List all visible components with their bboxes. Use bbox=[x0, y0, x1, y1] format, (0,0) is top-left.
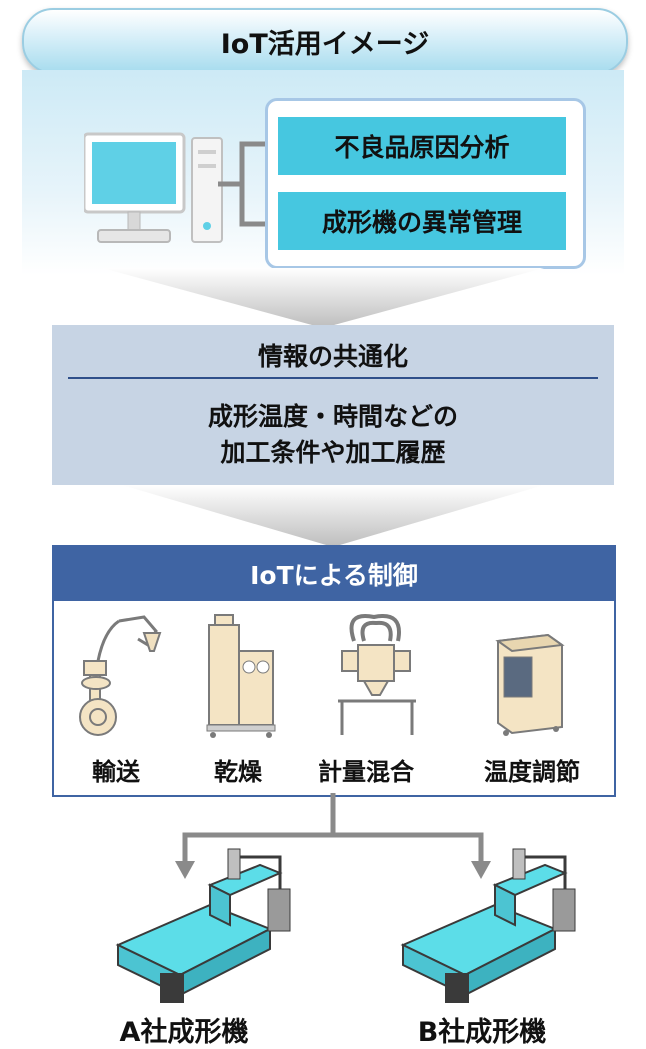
machine-label-a: A社成形機 bbox=[119, 1017, 249, 1048]
diagram-title: IoT活用イメージ bbox=[22, 8, 628, 74]
iot-control-header: IoTによる制御 bbox=[54, 547, 614, 601]
computer-icon bbox=[84, 132, 223, 243]
funnel-connector-middle bbox=[122, 485, 544, 547]
equipment-label-blending: 計量混合 bbox=[318, 758, 414, 786]
blender-icon bbox=[338, 614, 416, 735]
divider bbox=[68, 377, 598, 379]
information-detail-line-1: 成形温度・時間などの bbox=[207, 402, 458, 431]
defect-cause-analysis-label: 不良品原因分析 bbox=[334, 133, 510, 162]
diagram-title-text: IoT活用イメージ bbox=[220, 28, 430, 60]
information-sharing-panel: 情報の共通化 成形温度・時間などの 加工条件や加工履歴 bbox=[52, 325, 614, 485]
conveyor-loader-icon bbox=[79, 615, 162, 736]
molding-machine-b-icon bbox=[400, 848, 576, 1003]
information-sharing-title: 情報の共通化 bbox=[257, 342, 408, 371]
machine-anomaly-management-box: 成形機の異常管理 bbox=[278, 192, 566, 250]
machine-label-b: B社成形機 bbox=[417, 1017, 547, 1048]
iot-control-title: IoTによる制御 bbox=[250, 561, 418, 590]
iot-control-panel: IoTによる制御 輸送 乾燥 計量混合 bbox=[52, 545, 616, 797]
information-detail-line-2: 加工条件や加工履歴 bbox=[220, 438, 446, 467]
machine-anomaly-management-label: 成形機の異常管理 bbox=[321, 208, 522, 237]
equipment-label-temperature: 温度調節 bbox=[484, 758, 580, 786]
equipment-label-drying: 乾燥 bbox=[214, 758, 262, 786]
dryer-icon bbox=[206, 614, 276, 738]
iot-to-machines-connector bbox=[175, 793, 491, 879]
equipment-label-transport: 輸送 bbox=[92, 758, 140, 786]
funnel-connector-top bbox=[102, 268, 544, 328]
molding-machine-a-icon bbox=[115, 848, 291, 1003]
defect-cause-analysis-box: 不良品原因分析 bbox=[278, 117, 566, 175]
temperature-controller-icon bbox=[495, 633, 565, 736]
